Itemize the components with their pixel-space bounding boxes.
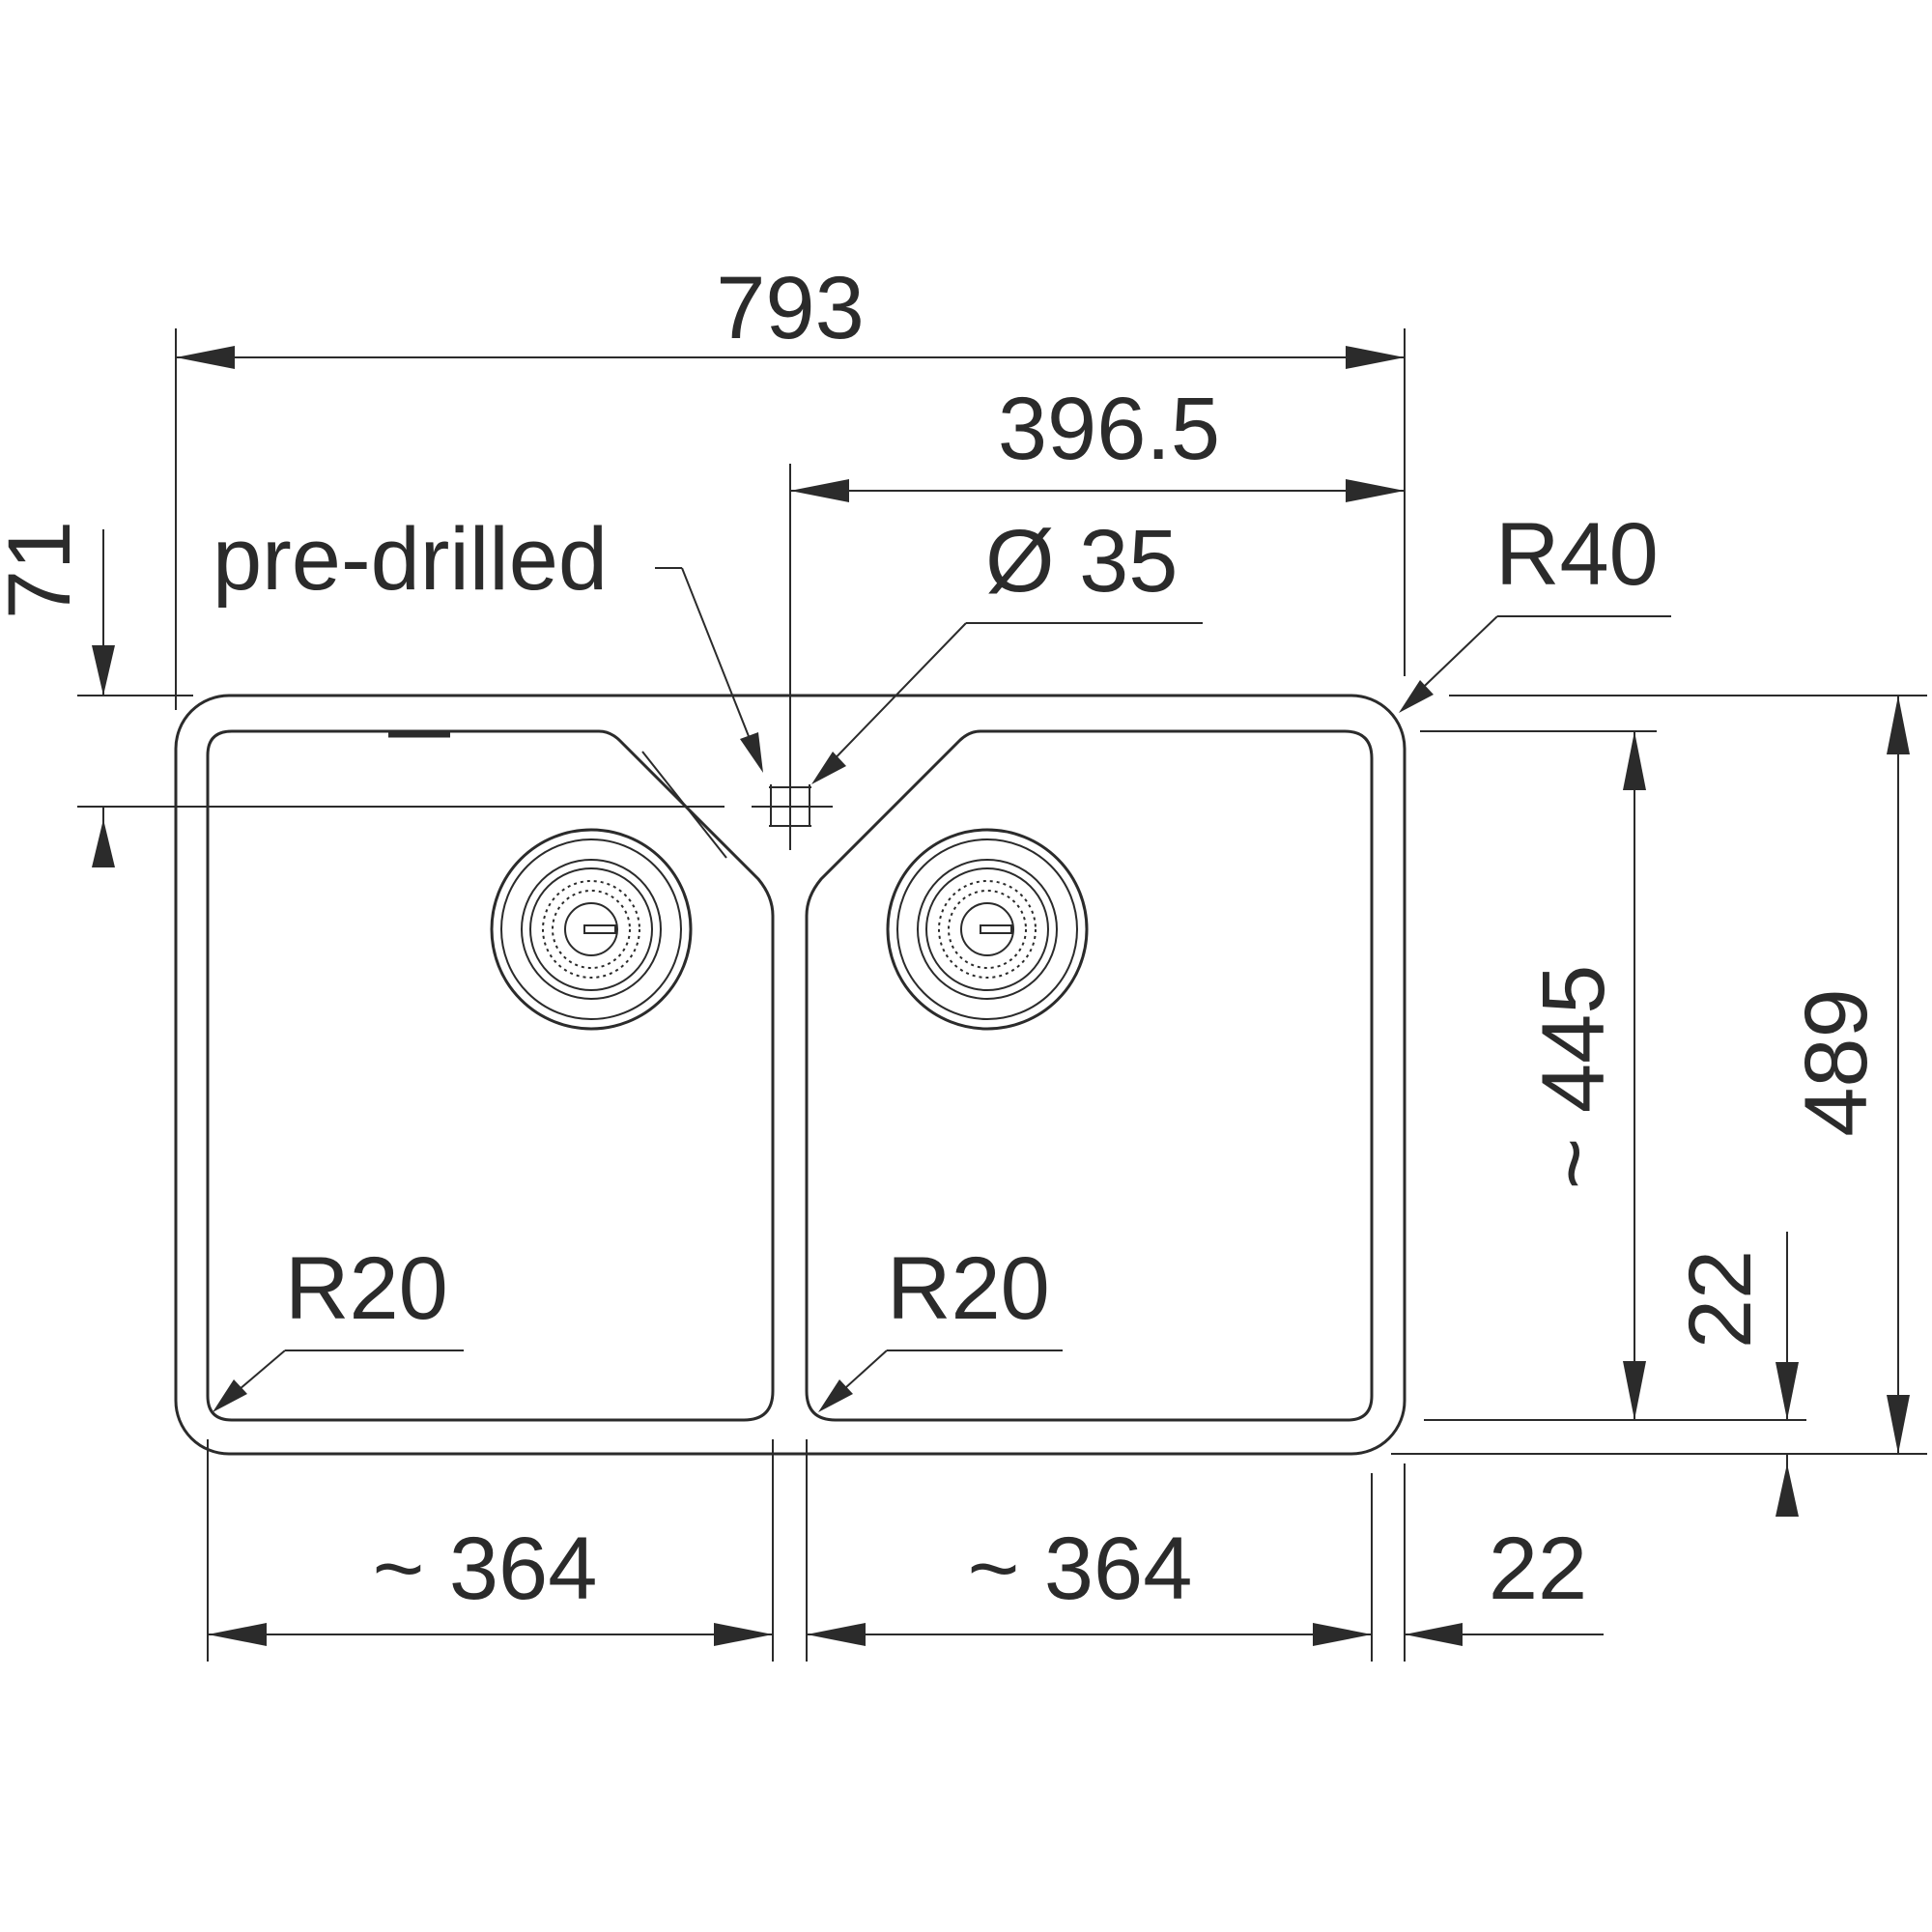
dimension-hole-offset: 396.5 (790, 380, 1405, 502)
left-bowl-radius-label: R20 (285, 1239, 448, 1338)
right-bowl-radius-label: R20 (887, 1239, 1050, 1338)
hole-offset-label: 396.5 (998, 380, 1220, 478)
pre-drilled-hole-marker (752, 464, 833, 850)
left-bowl-width-label: ~ 364 (373, 1520, 598, 1618)
left-drain-strainer (490, 828, 693, 1031)
left-bowl-radius-callout: R20 (213, 1239, 464, 1412)
extension-lines (77, 328, 1927, 1662)
pre-drilled-callout: pre-drilled (213, 510, 763, 773)
hole-diameter-callout: Ø 35 (811, 512, 1203, 784)
right-bowl-radius-callout: R20 (818, 1239, 1063, 1412)
side-margin-label: 22 (1489, 1520, 1587, 1618)
right-bowl-width-label: ~ 364 (968, 1520, 1193, 1618)
dimension-overall-width: 793 (176, 259, 1405, 369)
right-bowl-outline (805, 729, 1374, 1422)
outer-radius-callout: R40 (1399, 505, 1671, 713)
left-bowl-outline (206, 729, 775, 1422)
dimension-side-margin: 22 (1405, 1520, 1604, 1646)
dimension-bowl-depth: ~ 445 (1524, 731, 1646, 1420)
dimension-left-bowl-width: ~ 364 (208, 1520, 773, 1646)
overall-width-label: 793 (716, 259, 865, 357)
pre-drilled-label: pre-drilled (213, 510, 608, 609)
outer-radius-label: R40 (1495, 505, 1659, 604)
left-bowl-chamfer-line (641, 751, 727, 859)
front-margin-label: 22 (1671, 1250, 1770, 1349)
dimension-right-bowl-width: ~ 364 (807, 1520, 1372, 1646)
hole-diameter-label: Ø 35 (985, 512, 1178, 611)
dimension-overall-depth: 489 (1787, 696, 1910, 1454)
dimension-front-margin: 22 (1671, 1232, 1799, 1517)
overall-depth-label: 489 (1787, 988, 1886, 1137)
dimension-hole-from-edge: 71 (0, 521, 115, 867)
bowl-depth-label: ~ 445 (1524, 965, 1623, 1190)
right-drain-strainer (886, 828, 1089, 1031)
hole-from-edge-label: 71 (0, 521, 89, 619)
